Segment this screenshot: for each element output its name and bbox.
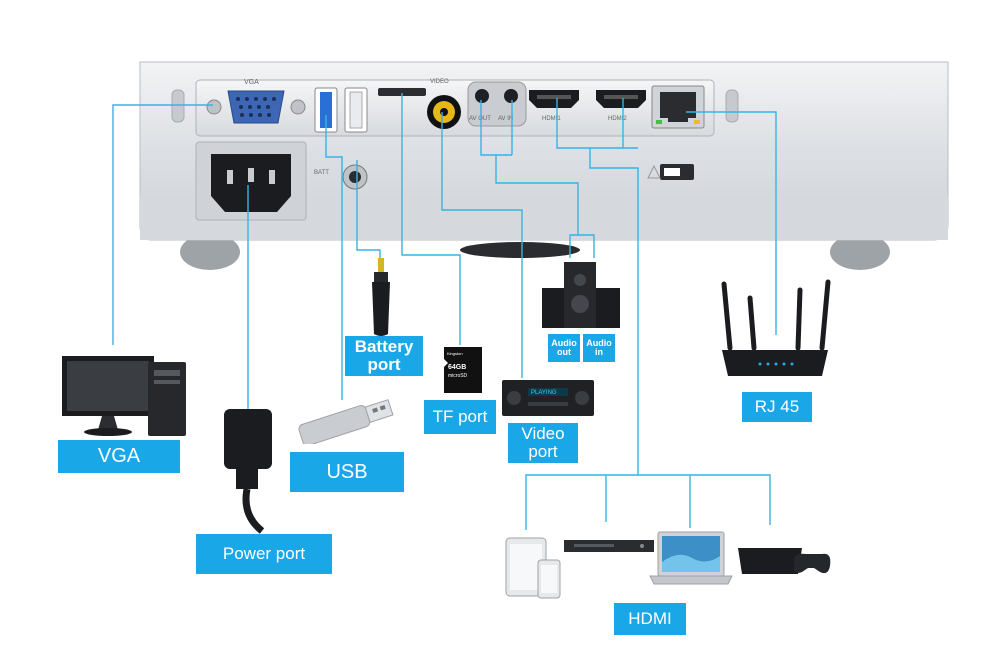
video-port-label: VIDEO [430,79,449,85]
tablet-and-phone [505,537,561,599]
label-tf-port: TF port [424,400,496,434]
vga-port [206,90,306,124]
game-console [738,548,831,574]
label-rj45: RJ 45 [742,392,812,422]
power-switch [647,164,694,180]
micro-sd-card: Kingston 64GB microSD [444,347,482,393]
speakers [542,262,620,328]
label-power-port: Power port [196,534,332,574]
dvd-player [564,540,654,552]
sd-card-brand: Kingston [447,351,463,356]
video-rca-port [427,95,461,129]
hdmi-port-2 [596,90,646,108]
hdmi2-port-label: HDMI2 [608,116,627,122]
rj45-port [651,85,705,129]
label-audio-in: Audio in [583,334,615,362]
audio-out-port-label: AV OUT [469,116,491,122]
av-receiver: PLAYING [502,380,594,416]
laptop [649,531,733,585]
label-video-port: Video port [508,423,578,463]
usb-port-blue [314,87,338,133]
power-cord [224,409,272,534]
receiver-display-text: PLAYING [531,390,557,396]
usb-port-white [344,87,368,133]
tf-card-slot [378,88,426,96]
wifi-router [721,279,831,376]
label-hdmi: HDMI [614,603,686,635]
hdmi-port-1 [529,90,579,108]
label-battery-port: Battery port [345,336,423,376]
sd-card-size: 64GB [448,364,466,371]
audio-in-port-label: AV IN [498,116,514,122]
vga-port-label: VGA [244,79,259,86]
label-usb: USB [290,452,404,492]
usb-flash-drive [298,399,394,444]
battery-port-label: BATT [314,170,329,176]
battery-dc-port [342,164,368,190]
desktop-computer [62,356,186,436]
label-vga: VGA [58,440,180,473]
sd-card-type: microSD [448,373,468,379]
power-socket [211,154,291,212]
hdmi1-port-label: HDMI1 [542,116,561,122]
battery-plug [372,258,390,336]
label-audio-out: Audio out [548,334,580,362]
